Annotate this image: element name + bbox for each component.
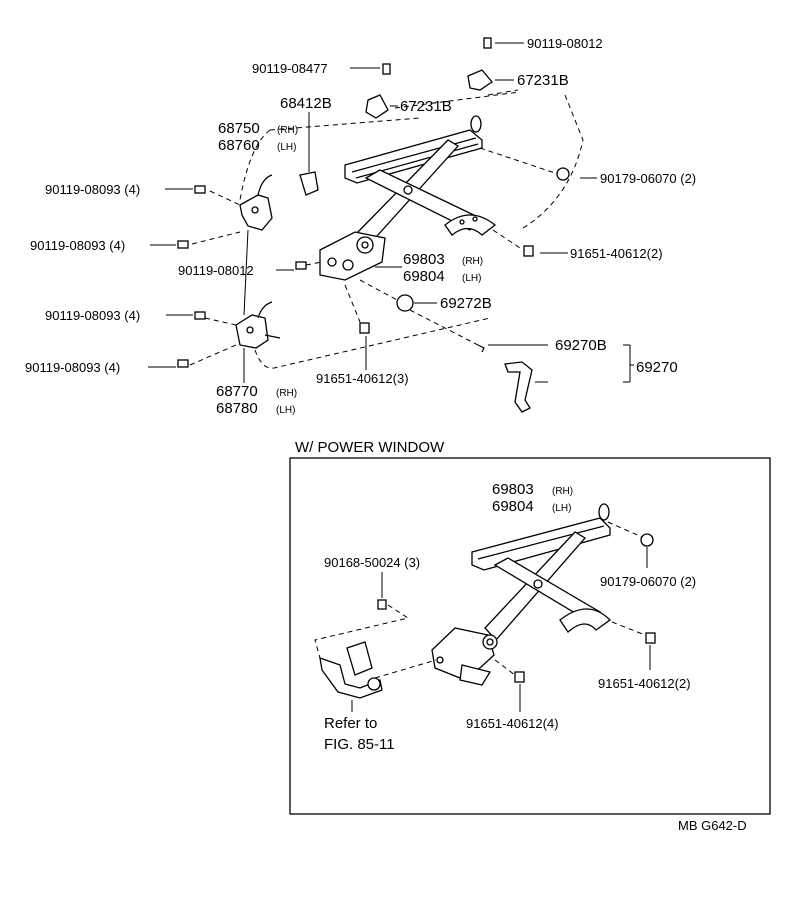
label-hinge-lower-rh: 68770 (216, 383, 258, 400)
diagram-code: MB G642-D (678, 818, 747, 833)
suffix-lh: (LH) (462, 273, 481, 284)
suffix-lh: (LH) (276, 405, 295, 416)
label-regulator-rh: 69803 (403, 251, 445, 268)
label-hinge-lower-lh: 68780 (216, 400, 258, 417)
pw-label-regulator-rh: 69803 (492, 481, 534, 498)
leader-lines (148, 42, 634, 383)
regulator-rail (344, 115, 483, 184)
pw-sector-gear (559, 608, 612, 633)
sector-gear (444, 214, 497, 236)
power-window-motor (319, 641, 383, 699)
label-bolt-right: 91651-40612(2) (570, 246, 663, 261)
label-bolt-b: 90119-08093 (4) (30, 238, 125, 253)
regulator-base-plate (319, 231, 386, 281)
suffix-rh: (RH) (462, 256, 483, 267)
pw-label-screw: 90168-50024 (3) (324, 555, 420, 570)
pw-regulator-rail (471, 503, 611, 571)
label-bolt-c: 90119-08093 (4) (45, 308, 140, 323)
suffix-rh: (RH) (277, 125, 298, 136)
label-bracket: 68412B (280, 95, 332, 112)
label-hinge-upper-lh: 68760 (218, 137, 260, 154)
label-nut-right: 90179-06070 (2) (600, 171, 696, 186)
label-hinge-upper-rh: 68750 (218, 120, 260, 137)
label-bolt-upper-left: 90119-08477 (252, 61, 328, 76)
stop-a (467, 69, 493, 91)
label-bolt-bottom: 91651-40612(3) (316, 371, 409, 386)
label-stop-b: 67231B (400, 98, 452, 115)
pw-leader-lines (351, 547, 651, 712)
refer-text-line1: Refer to (324, 715, 377, 732)
upper-bracket (239, 174, 273, 231)
assembly-dashed-lines (189, 89, 584, 369)
pw-label-bolt-bottom: 91651-40612(4) (466, 716, 559, 731)
label-bolt-d: 90119-08093 (4) (25, 360, 120, 375)
label-handle-assy: 69270 (636, 359, 678, 376)
pw-base-plate (431, 627, 498, 686)
label-bolt-mid: 90119-08012 (178, 263, 254, 278)
bolt-icons (177, 37, 570, 368)
refer-text-line2: FIG. 85-11 (324, 736, 395, 753)
power-window-title: W/ POWER WINDOW (295, 439, 445, 456)
pw-dashed-lines (314, 521, 646, 679)
bracket-68412b (299, 171, 319, 196)
label-stop-a: 67231B (517, 72, 569, 89)
suffix-lh: (LH) (552, 503, 571, 514)
suffix-rh: (RH) (552, 486, 573, 497)
pw-label-bolt-right: 91651-40612(2) (598, 676, 691, 691)
pw-label-regulator-lh: 69804 (492, 498, 534, 515)
label-bolt-a: 90119-08093 (4) (45, 182, 140, 197)
label-regulator-lh: 69804 (403, 268, 445, 285)
washer-part (396, 294, 414, 312)
pw-label-nut: 90179-06070 (2) (600, 574, 696, 589)
label-washer: 69272B (440, 295, 492, 312)
window-crank-handle (477, 344, 533, 413)
regulator-arms (354, 139, 482, 247)
stop-b (365, 94, 389, 119)
label-bolt-top-right: 90119-08012 (527, 36, 603, 51)
pw-bolt-icons (377, 533, 656, 683)
suffix-lh: (LH) (277, 142, 296, 153)
label-handle-part: 69270B (555, 337, 607, 354)
power-window-frame (289, 457, 771, 815)
suffix-rh: (RH) (276, 388, 297, 399)
lower-bracket (235, 301, 281, 349)
